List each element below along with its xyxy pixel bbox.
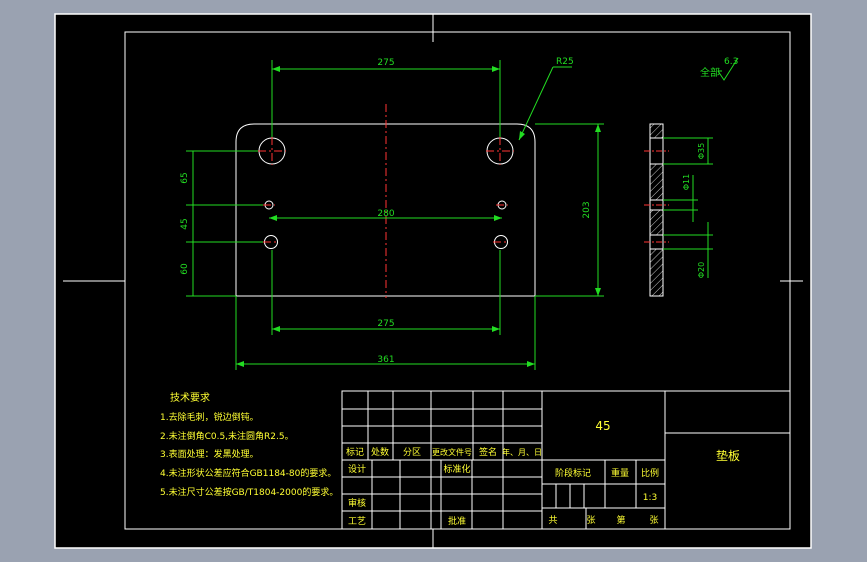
roughness-value: 6.3 [724,57,738,67]
header-count: 处数 [371,446,389,458]
technical-requirements: 技术要求 1.去除毛刺，锐边倒钝。 2.未注倒角C0.5,未注圆角R2.5。 3… [160,391,338,498]
dim-small-hole-spacing: 280 [377,209,394,219]
dim-side-mid-hole: Φ20 [697,262,706,278]
sheets-total-label: 共 [548,515,557,526]
dim-bottom-hole-spacing: 275 [377,319,394,329]
tech-req-item: 3.表面处理：发黑处理。 [160,448,259,460]
title-block-text: 标记 处数 分区 更改文件号 签名 年、月、日 设计 标准化 审核 工艺 批准 … [346,419,740,527]
center-lines [258,104,514,298]
tech-req-item: 2.未注倒角C0.5,未注圆角R2.5。 [160,430,294,442]
header-change-doc: 更改文件号 [432,447,472,457]
weight-label: 重量 [611,467,629,479]
header-zone: 分区 [403,447,421,458]
tech-req-item: 4.未注形状公差应符合GB1184-80的要求。 [160,467,336,479]
dim-left-mid: 45 [180,218,190,229]
tech-req-item: 1.去除毛刺，锐边倒钝。 [160,411,259,423]
stage-mark-label: 阶段标记 [555,467,591,479]
sheets-unit-label: 张 [586,515,595,526]
dim-top-hole-spacing: 275 [377,58,394,68]
dim-corner-radius: R25 [556,57,574,67]
standardization-label: 标准化 [443,463,470,475]
header-signature: 签名 [479,446,497,458]
part-outline [235,123,536,297]
header-date: 年、月、日 [502,447,542,457]
dimension-texts: 275 R25 280 275 361 203 65 45 60 全部 6.3 [180,57,738,365]
process-label: 工艺 [348,516,366,527]
roughness-prefix: 全部 [700,66,720,79]
dimension-lines [186,57,739,370]
scale-label: 比例 [641,467,659,479]
centering-marks [63,14,803,548]
dim-overall-width: 361 [377,355,394,365]
approval-label: 批准 [448,515,466,527]
dim-overall-height: 203 [582,201,592,218]
part-name: 垫板 [716,448,740,463]
dim-left-lower: 60 [180,263,190,275]
dimension-arrows [236,66,601,367]
sheet-no-label: 第 [616,514,625,526]
drawing-sheet [54,13,812,549]
dim-side-large-hole: Φ35 [697,143,706,159]
scale-value: 1:3 [643,493,657,503]
designer-label: 设计 [348,463,366,475]
dim-left-upper: 65 [180,172,190,183]
header-mark: 标记 [346,446,364,458]
sheet-no-unit: 张 [649,515,658,526]
tech-req-title: 技术要求 [170,391,210,404]
material-value: 45 [595,419,610,433]
title-block-grid [341,390,791,530]
side-view: Φ35 Φ11 Φ20 [644,123,713,297]
reviewer-label: 审核 [348,497,366,509]
dim-side-small-hole: Φ11 [682,174,691,190]
tech-req-item: 5.未注尺寸公差按GB/T1804-2000的要求。 [160,486,338,498]
